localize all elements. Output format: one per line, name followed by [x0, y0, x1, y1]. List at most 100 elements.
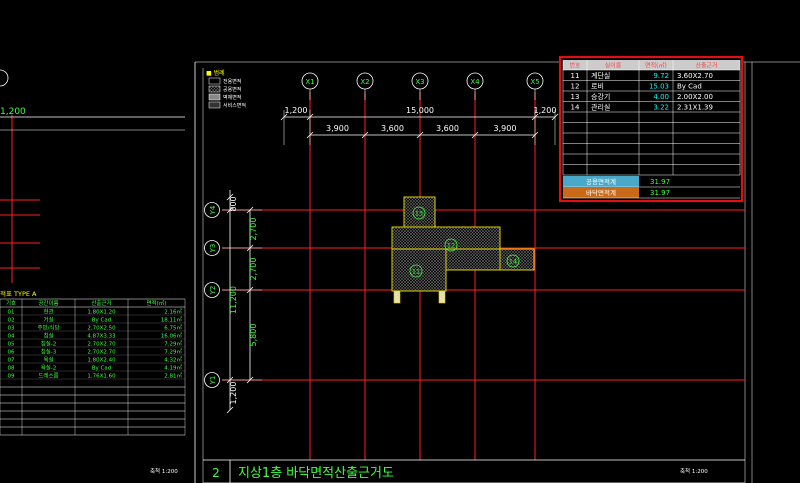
room-12-lower[interactable] [445, 248, 501, 271]
svg-text:로비: 로비 [591, 81, 604, 90]
axis-bubble-y4: Y4 [204, 202, 220, 218]
legend-item-3: 벽체면적 [208, 93, 241, 101]
svg-text:계단실: 계단실 [591, 71, 610, 80]
axis-bubble-x3: X3 [411, 72, 429, 100]
svg-text:12: 12 [571, 82, 580, 90]
svg-text:03: 03 [8, 326, 15, 332]
svg-text:벽체면적: 벽체면적 [223, 94, 241, 101]
room-tag-11: 11 [409, 264, 423, 278]
svg-text:2.00X2.00: 2.00X2.00 [677, 93, 713, 101]
dim-left-overall: 11,200 [229, 286, 238, 314]
svg-text:서비스면적: 서비스면적 [223, 102, 246, 109]
area-table-header-1: 번호 [569, 62, 581, 70]
svg-text:18.11㎡: 18.11㎡ [161, 316, 183, 324]
room-tag-12: 12 [444, 238, 458, 252]
left-top-dim: 1,200 [0, 107, 26, 117]
axis-bubble-y2: Y2 [204, 282, 220, 298]
svg-text:2.16㎡: 2.16㎡ [164, 308, 182, 316]
svg-text:9.72: 9.72 [653, 72, 669, 80]
svg-text:침실-3: 침실-3 [41, 348, 57, 356]
room-11[interactable] [391, 248, 447, 292]
svg-text:02: 02 [8, 318, 15, 324]
area-table-header-3: 면적(㎡) [645, 62, 667, 70]
svg-text:By Cad: By Cad [677, 82, 702, 90]
svg-text:Y3: Y3 [209, 244, 217, 254]
dim-left-span-3: 5,800 [249, 324, 258, 347]
axis-bubble-x1: X1 [301, 72, 319, 100]
svg-text:4.87X3.33: 4.87X3.33 [87, 334, 116, 340]
title-block: 2 지상1층 바닥면적산출근거도 축척 1:200 [203, 459, 745, 483]
svg-text:2.70X2.50: 2.70X2.50 [87, 326, 116, 332]
drawing-scale: 축척 1:200 [680, 467, 708, 475]
left-table-header-2: 공간이름 [38, 299, 58, 307]
axis-bubble-y3: Y3 [204, 240, 220, 256]
svg-text:01: 01 [8, 310, 15, 316]
svg-text:X3: X3 [415, 78, 424, 86]
drawing-number: 2 [212, 466, 220, 480]
svg-text:1.80X1.20: 1.80X1.20 [87, 310, 116, 316]
dim-top-span-2: 3,600 [381, 124, 404, 133]
area-table-header-2: 실이름 [605, 62, 622, 70]
svg-text:Y1: Y1 [209, 376, 217, 386]
axis-bubble-x2: X2 [356, 72, 374, 100]
svg-text:11: 11 [412, 268, 420, 276]
svg-text:06: 06 [8, 350, 15, 356]
legend-title: ■ 범례 [206, 69, 225, 77]
left-table-row: 06 침실-3 2.70X2.70 7.29㎡ [0, 348, 185, 356]
svg-text:X4: X4 [470, 78, 480, 86]
svg-text:6.75㎡: 6.75㎡ [164, 324, 182, 332]
svg-text:침실: 침실 [43, 332, 53, 340]
svg-text:X1: X1 [305, 78, 314, 86]
svg-text:13: 13 [415, 210, 423, 218]
svg-text:By Cad: By Cad [92, 318, 111, 324]
svg-text:거실: 거실 [43, 316, 53, 324]
room-13[interactable] [403, 196, 436, 228]
svg-text:X5: X5 [530, 78, 539, 86]
axis-bubble-y1: Y1 [204, 372, 220, 388]
svg-text:1.80X2.40: 1.80X2.40 [87, 358, 116, 364]
dim-top-left-offset: 1,200 [285, 106, 308, 115]
svg-text:13: 13 [571, 93, 580, 101]
svg-text:By Cad: By Cad [92, 366, 111, 372]
left-table-title: 적표 TYPE A [0, 290, 37, 298]
svg-text:08: 08 [8, 366, 15, 372]
svg-text:2.81㎡: 2.81㎡ [164, 372, 182, 380]
svg-text:4.19㎡: 4.19㎡ [164, 364, 182, 372]
column-left [393, 290, 401, 304]
legend-item-4: 서비스면적 [208, 101, 246, 109]
svg-text:1.76X1.60: 1.76X1.60 [87, 374, 116, 380]
svg-text:2.31X1.39: 2.31X1.39 [677, 103, 713, 111]
svg-text:욕실: 욕실 [43, 356, 53, 364]
axis-bubble-x5: X5 [526, 72, 544, 100]
column-right [438, 290, 446, 304]
svg-text:31.97: 31.97 [650, 178, 670, 186]
svg-text:승강기: 승강기 [591, 92, 610, 101]
room-tag-13: 13 [412, 206, 426, 220]
svg-text:09: 09 [8, 374, 15, 380]
dim-top-overall: 15,000 [406, 106, 434, 115]
drawing-title: 지상1층 바닥면적산출근거도 [238, 466, 394, 481]
svg-text:2.70X2.70: 2.70X2.70 [87, 350, 116, 356]
svg-text:7.29㎡: 7.29㎡ [164, 348, 182, 356]
svg-text:바닥면적계: 바닥면적계 [586, 188, 616, 197]
dim-left-span-1: 2,700 [249, 218, 258, 241]
dim-top-right-offset: 1,200 [534, 106, 557, 115]
svg-text:4.32㎡: 4.32㎡ [164, 356, 182, 364]
axis-bubble-x4: X4 [466, 72, 484, 100]
